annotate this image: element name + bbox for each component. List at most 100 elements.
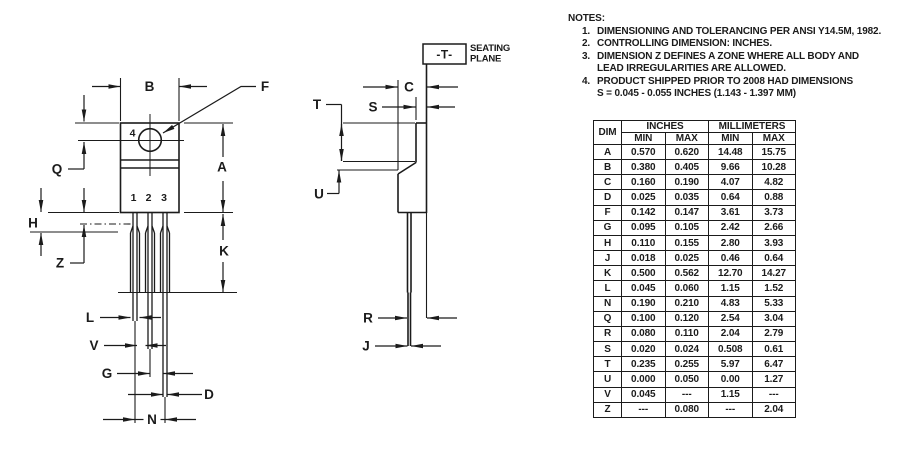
table-subheader-row: MIN MAX MIN MAX bbox=[594, 132, 796, 145]
table-cell-value: 0.155 bbox=[664, 234, 709, 252]
table-cell-value: 12.70 bbox=[708, 265, 753, 282]
table-header-millimeters: MILLIMETERS bbox=[708, 120, 796, 133]
table-cell-value: 4.07 bbox=[708, 174, 753, 191]
table-cell-value: 2.54 bbox=[708, 310, 753, 327]
table-cell-value: --- bbox=[751, 386, 796, 403]
note-item: 4. PRODUCT SHIPPED PRIOR TO 2008 HAD DIME… bbox=[568, 76, 894, 101]
note-item: 2.CONTROLLING DIMENSION: INCHES. bbox=[568, 38, 894, 51]
note-number: 4. bbox=[582, 75, 591, 87]
table-header-row: DIM INCHES MILLIMETERS bbox=[593, 120, 796, 145]
dim-label-t: T bbox=[313, 97, 322, 112]
table-cell-dim: G bbox=[593, 219, 622, 236]
table-cell-value: 0.080 bbox=[664, 401, 709, 419]
table-cell-value: 9.66 bbox=[708, 159, 753, 176]
note-text: DIMENSION Z DEFINES A ZONE WHERE ALL BOD… bbox=[597, 50, 859, 75]
pin-label-3: 3 bbox=[161, 192, 167, 204]
table-cell-value: 0.018 bbox=[621, 250, 666, 267]
table-cell-dim: F bbox=[593, 204, 622, 221]
seating-plane-label-line2: PLANE bbox=[470, 54, 501, 65]
table-cell-value: 6.47 bbox=[751, 356, 796, 373]
dim-label-g: G bbox=[102, 366, 113, 381]
table-cell-dim: S bbox=[593, 341, 622, 358]
table-cell-value: 0.255 bbox=[664, 356, 709, 373]
note-text: PRODUCT SHIPPED PRIOR TO 2008 HAD DIMENS… bbox=[597, 75, 854, 100]
table-subheader-max-in: MAX bbox=[664, 132, 709, 145]
table-cell-value: 0.562 bbox=[664, 265, 709, 282]
table-cell-dim: A bbox=[593, 143, 622, 161]
note-item: 3.DIMENSION Z DEFINES A ZONE WHERE ALL B… bbox=[568, 51, 894, 76]
notes-title: NOTES: bbox=[568, 13, 605, 24]
table-cell-value: 4.82 bbox=[751, 174, 796, 191]
dim-label-n: N bbox=[147, 412, 157, 427]
table-cell-value: 0.500 bbox=[621, 265, 666, 282]
dim-label-f: F bbox=[261, 79, 269, 94]
table-cell-dim: U bbox=[593, 371, 622, 388]
table-cell-value: 0.142 bbox=[621, 204, 666, 221]
table-cell-value: 3.73 bbox=[751, 204, 796, 221]
notes-block: NOTES: 1.DIMENSIONING AND TOLERANCING PE… bbox=[568, 13, 894, 101]
table-cell-value: 0.100 bbox=[621, 310, 666, 327]
table-cell-value: 2.80 bbox=[708, 234, 753, 252]
table-cell-value: 0.190 bbox=[664, 174, 709, 191]
table-subheader-min-in: MIN bbox=[621, 132, 666, 145]
table-cell-value: 1.27 bbox=[751, 371, 796, 388]
table-cell-value: 0.020 bbox=[621, 341, 666, 358]
side-dimension-lines bbox=[326, 84, 458, 349]
table-cell-value: 1.52 bbox=[751, 280, 796, 297]
table-cell-value: 0.46 bbox=[708, 250, 753, 267]
note-item: 1.DIMENSIONING AND TOLERANCING PER ANSI … bbox=[568, 26, 894, 39]
table-cell-value: 0.025 bbox=[664, 250, 709, 267]
dim-label-q: Q bbox=[52, 162, 63, 177]
table-cell-value: 2.79 bbox=[751, 325, 796, 343]
table-cell-value: 3.93 bbox=[751, 234, 796, 252]
table-cell-dim: J bbox=[593, 250, 622, 267]
dim-label-c: C bbox=[404, 80, 414, 95]
seating-plane-label-line1: SEATING bbox=[470, 43, 510, 54]
table-row: Z---0.080---2.04 bbox=[593, 401, 796, 419]
table-cell-value: 0.61 bbox=[751, 341, 796, 358]
note-text: DIMENSIONING AND TOLERANCING PER ANSI Y1… bbox=[597, 25, 882, 37]
dim-label-k: K bbox=[219, 244, 229, 259]
table-cell-value: 0.235 bbox=[621, 356, 666, 373]
side-body-outline bbox=[397, 64, 428, 346]
table-cell-value: 2.04 bbox=[708, 325, 753, 343]
dim-label-j: J bbox=[362, 339, 370, 354]
table-subheader-max-mm: MAX bbox=[751, 132, 796, 145]
front-dimension-lines bbox=[38, 84, 256, 422]
dim-label-z: Z bbox=[56, 256, 64, 271]
table-cell-value: 4.83 bbox=[708, 295, 753, 312]
dim-label-r: R bbox=[363, 311, 373, 326]
table-cell-value: 0.88 bbox=[751, 189, 796, 206]
table-cell-dim: L bbox=[593, 280, 622, 297]
table-cell-dim: D bbox=[593, 189, 622, 206]
table-cell-dim: H bbox=[593, 234, 622, 252]
table-header-inches: INCHES bbox=[621, 120, 709, 133]
datum-label: -T- bbox=[436, 48, 452, 62]
hole-centerlines bbox=[78, 114, 184, 176]
dim-label-s: S bbox=[368, 100, 377, 115]
table-header-dim: DIM bbox=[593, 120, 622, 145]
table-cell-value: 5.97 bbox=[708, 356, 753, 373]
table-cell-value: 0.508 bbox=[708, 341, 753, 358]
table-cell-value: 0.035 bbox=[664, 189, 709, 206]
front-extension-lines bbox=[30, 78, 237, 423]
dim-label-u: U bbox=[314, 187, 324, 202]
table-cell-value: 0.190 bbox=[621, 295, 666, 312]
table-cell-value: 0.64 bbox=[708, 189, 753, 206]
note-number: 2. bbox=[582, 38, 591, 49]
table-cell-value: 0.050 bbox=[664, 371, 709, 388]
table-cell-value: 2.42 bbox=[708, 219, 753, 236]
